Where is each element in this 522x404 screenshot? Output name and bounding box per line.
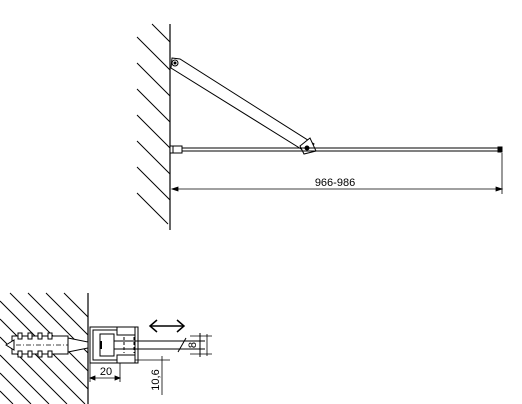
offset-dimension bbox=[135, 356, 170, 395]
detail-view: 20 10,6 8 bbox=[0, 292, 212, 404]
glass-panel-detail bbox=[114, 333, 205, 357]
profile-width-label: 20 bbox=[100, 366, 112, 378]
overall-dimension-label: 966-986 bbox=[315, 177, 355, 189]
glass-thickness-dimension bbox=[190, 334, 212, 356]
overall-dimension bbox=[170, 153, 504, 194]
wall-hatching-top bbox=[136, 23, 171, 225]
top-view: 966-986 bbox=[136, 23, 504, 230]
stabiliser-arm bbox=[170, 57, 317, 155]
glass-thickness-label: 8 bbox=[187, 342, 199, 348]
adjustment-arrow bbox=[148, 319, 186, 333]
offset-dimension-label: 10,6 bbox=[150, 369, 162, 390]
wall-plug bbox=[5, 332, 89, 358]
glass-panel-top bbox=[169, 145, 503, 154]
profile-width-dimension bbox=[88, 363, 122, 382]
wall-profile bbox=[89, 326, 139, 364]
